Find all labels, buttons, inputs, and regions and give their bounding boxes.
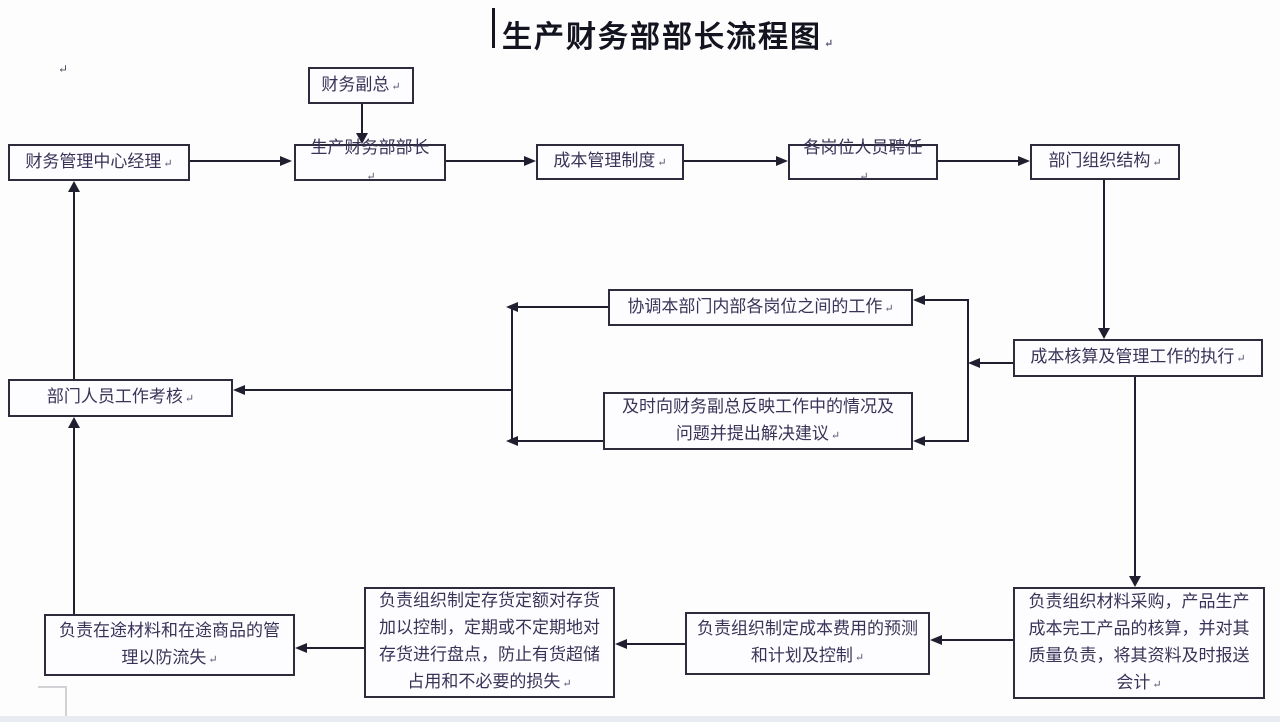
node-material-procurement-accounting: 负责组织材料采购，产品生产成本完工产品的核算，并对其质量负责，将其资料及时报送会… xyxy=(1013,587,1265,699)
edge-appoint-to-orgstruct-line xyxy=(938,160,1018,162)
node-staff-work-assessment: 部门人员工作考核↵ xyxy=(8,379,233,417)
node-label: 负责组织制定存货定额对存货加以控制，定期或不定期地对存货进行盘点，防止有货超储占… xyxy=(379,591,600,691)
edge-procure-to-forecast-line xyxy=(942,639,1013,641)
node-label: 负责组织材料采购，产品生产成本完工产品的核算，并对其质量负责，将其资料及时报送会… xyxy=(1028,591,1250,692)
node-label: 部门人员工作考核 xyxy=(46,387,183,406)
node-transit-goods-management: 负责在途材料和在途商品的管理以防流失↵ xyxy=(44,614,295,676)
node-label: 协调本部门内部各岗位之间的工作 xyxy=(627,296,883,316)
text-cursor xyxy=(492,8,495,48)
paragraph-mark-icon: ↵ xyxy=(854,652,865,664)
arrow-down-icon xyxy=(1098,328,1110,339)
edge-cfo-to-director-line xyxy=(361,104,363,134)
paragraph-mark-icon: ↵ xyxy=(366,171,376,183)
node-label: 各岗位人员聘任 xyxy=(803,137,923,157)
node-label: 部门组织结构 xyxy=(1048,151,1151,170)
arrow-left-icon xyxy=(506,302,518,312)
node-inventory-quota-control: 负责组织制定存货定额对存货加以控制，定期或不定期地对存货进行盘点，防止有货超储占… xyxy=(364,587,615,698)
edge-costexec-to-junction-line xyxy=(980,362,1013,364)
coord-to-junction-line xyxy=(518,306,608,308)
arrow-right-icon xyxy=(280,156,292,166)
arrow-right-icon xyxy=(524,156,536,166)
node-cost-management-system: 成本管理制度↵ xyxy=(536,144,684,180)
node-label: 负责组织制定成本费用的预测和计划及控制 xyxy=(697,619,918,665)
arrow-left-icon xyxy=(506,436,518,446)
node-finance-center-manager: 财务管理中心经理↵ xyxy=(8,144,190,181)
arrow-left-icon xyxy=(295,643,307,653)
node-report-to-cfo: 及时向财务副总反映工作中的情况及问题并提出解决建议↵ xyxy=(603,392,913,450)
arrow-left-icon xyxy=(913,295,925,305)
node-label: 成本核算及管理工作的执行 xyxy=(1030,347,1235,366)
page-title-text: 生产财务部部长流程图 xyxy=(502,21,822,54)
arrow-left-icon xyxy=(233,385,245,395)
node-label: 财务副总 xyxy=(321,74,390,94)
paragraph-mark-icon: ↵ xyxy=(1236,353,1246,365)
paragraph-mark-icon: ↵ xyxy=(391,80,401,93)
junction-to-report-line xyxy=(925,440,969,442)
node-label: 成本管理制度 xyxy=(553,151,656,170)
node-staff-appointment: 各岗位人员聘任 ↵ xyxy=(788,138,938,183)
edge-inventory-to-transit-line xyxy=(307,647,364,649)
paragraph-mark-icon: ↵ xyxy=(562,678,572,690)
node-coordinate-internal-work: 协调本部门内部各岗位之间的工作↵ xyxy=(608,289,913,326)
paragraph-mark-icon: ↵ xyxy=(824,38,836,50)
arrow-down-icon xyxy=(356,133,368,144)
edge-assess-to-fcm-line xyxy=(73,191,75,379)
page-title: 生产财务部部长流程图↵ xyxy=(502,12,835,56)
paragraph-mark-icon: ↵ xyxy=(1152,678,1162,691)
arrow-left-icon xyxy=(913,436,925,446)
node-cost-accounting-execution: 成本核算及管理工作的执行↵ xyxy=(1013,339,1263,377)
page-edge-artifact xyxy=(0,716,1280,722)
arrow-right-icon xyxy=(1018,156,1030,166)
paragraph-mark-icon: ↵ xyxy=(859,170,869,183)
arrow-right-icon xyxy=(776,156,788,166)
paragraph-mark-icon: ↵ xyxy=(884,302,894,315)
report-to-junction-line xyxy=(518,440,603,442)
paragraph-mark-icon: ↵ xyxy=(1152,157,1162,169)
arrow-left-icon xyxy=(930,635,942,645)
paragraph-mark-icon: ↵ xyxy=(184,393,195,405)
paragraph-mark-icon: ↵ xyxy=(58,62,69,76)
node-cfo-deputy: 财务副总↵ xyxy=(308,67,414,104)
edge-director-to-costsys-line xyxy=(446,160,524,162)
paragraph-mark-icon: ↵ xyxy=(830,429,841,442)
arrow-up-icon xyxy=(68,417,80,428)
paragraph-mark-icon: ↵ xyxy=(657,157,667,169)
node-label: 生产财务部部长 xyxy=(310,138,430,157)
page-corner-artifact xyxy=(38,686,67,717)
node-label: 及时向财务副总反映工作中的情况及问题并提出解决建议 xyxy=(622,396,894,443)
junction-to-assess-line xyxy=(245,389,511,391)
node-cost-forecast-plan-control: 负责组织制定成本费用的预测和计划及控制↵ xyxy=(685,612,930,675)
edge-transit-to-assess-line xyxy=(73,427,75,614)
paragraph-mark-icon: ↵ xyxy=(208,653,218,666)
arrow-left-icon xyxy=(615,639,627,649)
node-label: 财务管理中心经理 xyxy=(25,151,162,171)
edge-costsys-to-appoint-line xyxy=(684,160,776,162)
edge-forecast-to-inventory-line xyxy=(627,643,685,645)
paragraph-mark-icon: ↵ xyxy=(163,157,173,170)
arrow-down-icon xyxy=(1129,576,1141,587)
edge-orgstruct-to-costexec-line xyxy=(1103,180,1105,329)
edge-costexec-to-procure-line xyxy=(1134,377,1136,577)
right-junction-vertical-line xyxy=(967,299,969,441)
node-label: 负责在途材料和在途商品的管理以防流失 xyxy=(59,620,280,667)
arrow-up-icon xyxy=(68,181,80,192)
arrow-left-icon xyxy=(968,358,980,368)
node-production-finance-director: 生产财务部部长 ↵ xyxy=(294,138,446,183)
edge-fcm-to-director-line xyxy=(190,160,280,162)
junction-to-coord-line xyxy=(925,299,969,301)
node-org-structure: 部门组织结构↵ xyxy=(1030,144,1180,180)
left-junction-vertical-line xyxy=(511,306,513,441)
